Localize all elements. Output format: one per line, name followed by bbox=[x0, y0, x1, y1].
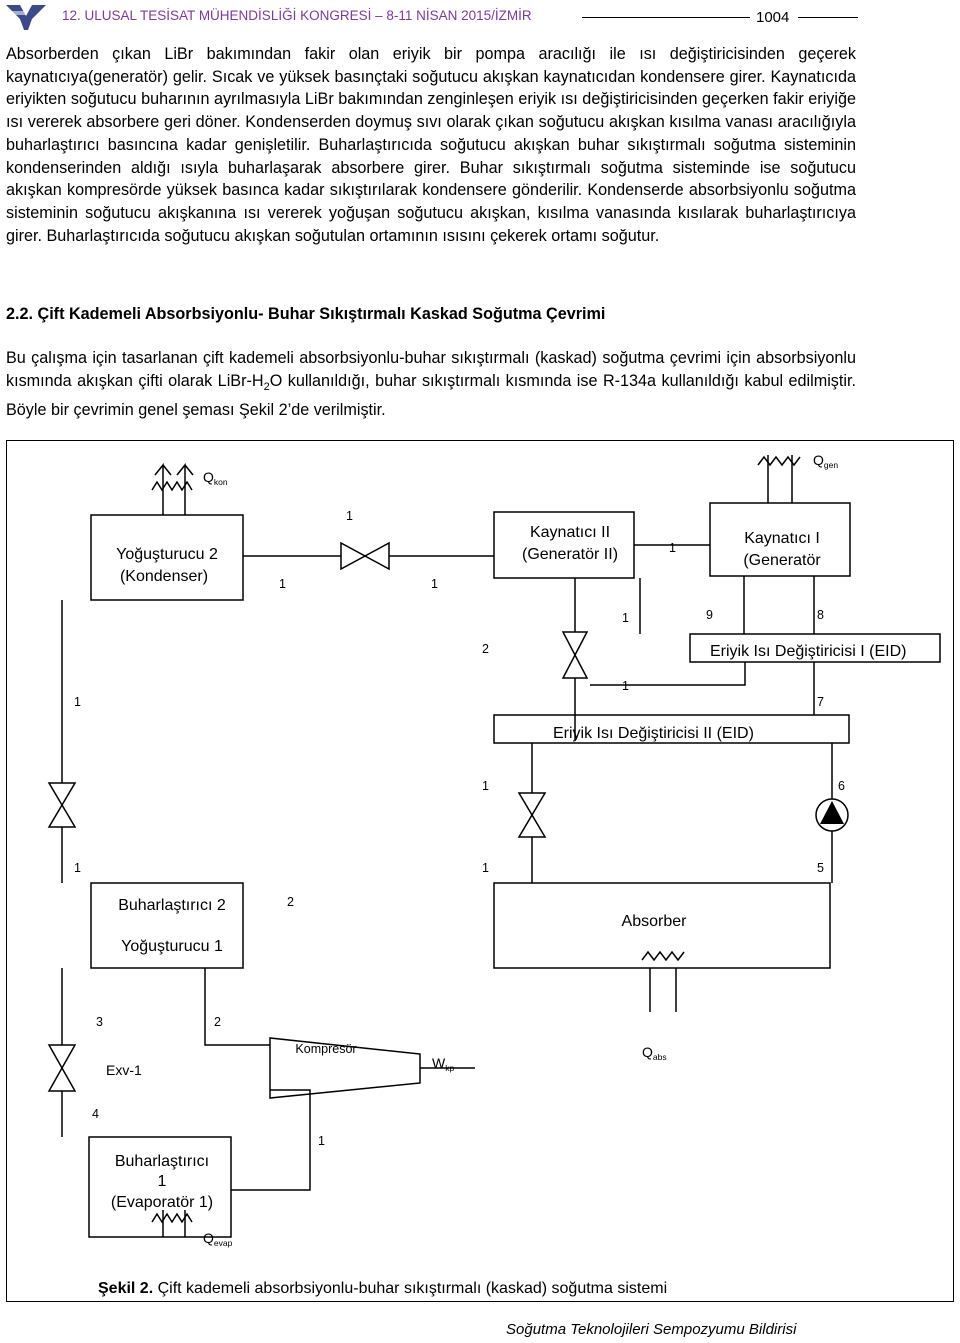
paragraph-2: Bu çalışma için tasarlanan çift kademeli… bbox=[6, 347, 856, 421]
page-number: 1004 bbox=[750, 9, 796, 26]
paragraph-1: Absorberden çıkan LiBr bakımından fakir … bbox=[6, 45, 856, 245]
congress-logo-icon bbox=[6, 5, 46, 30]
figure-caption-text: Çift kademeli absorbsiyonlu-buhar sıkışt… bbox=[153, 1280, 668, 1297]
page-footer: Soğutma Teknolojileri Sempozyumu Bildiri… bbox=[506, 1321, 797, 1338]
paragraph-2-text-b: O kullanıldığı, buhar sıkıştırmalı kısmı… bbox=[6, 371, 856, 419]
paragraph-2-subscript: 2 bbox=[263, 380, 270, 393]
figure-caption: Şekil 2. Çift kademeli absorbsiyonlu-buh… bbox=[96, 1280, 670, 1298]
conference-title: 12. ULUSAL TESİSAT MÜHENDİSLİĞİ KONGRESİ… bbox=[62, 8, 532, 23]
header-rule-right bbox=[798, 17, 858, 18]
section-heading: 2.2. Çift Kademeli Absorbsiyonlu- Buhar … bbox=[6, 305, 606, 323]
paragraph-2-text-a: Bu çalışma için tasarlanan çift kademeli… bbox=[6, 349, 856, 390]
header-rule-left bbox=[582, 17, 750, 18]
page-header: 12. ULUSAL TESİSAT MÜHENDİSLİĞİ KONGRESİ… bbox=[0, 0, 960, 34]
figure-caption-number: Şekil 2. bbox=[98, 1280, 154, 1297]
figure-frame bbox=[6, 440, 954, 1302]
